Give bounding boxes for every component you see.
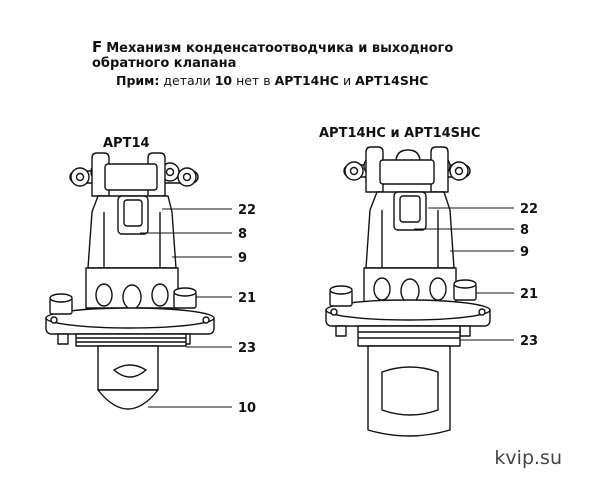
right-flange [325,279,491,337]
note-text-1: детали [159,73,215,88]
left-callout-10: 10 [238,401,256,416]
right-callout-21: 21 [520,287,538,302]
note-model-a: APT14HC [274,73,339,88]
note-part-number: 10 [214,73,233,88]
left-assembly [45,152,215,410]
left-yoke [87,195,177,269]
left-linkage [69,152,199,197]
left-flange [45,287,215,345]
left-assembly-label: APT14 [103,136,150,151]
title-line-2: обратного клапана [92,56,237,71]
note-text-2: нет в [232,73,275,88]
right-assembly-label: APT14HC и APT14SHC [319,126,481,141]
note-model-b: APT14SHC [355,73,429,88]
left-callout-23: 23 [238,341,256,356]
section-letter: F [92,38,103,56]
left-callout-22: 22 [238,203,256,218]
left-callout-8: 8 [238,227,247,242]
right-callout-9: 9 [520,245,529,260]
right-callout-8: 8 [520,223,529,238]
right-linkage [343,146,471,193]
right-callout-23: 23 [520,334,538,349]
note-label: Прим: [116,73,160,88]
right-callout-22: 22 [520,202,538,217]
right-outlet-body [367,345,451,437]
site-watermark: kvip.su [494,447,562,469]
left-gasket [75,333,187,347]
note-line: Прим: детали 10 нет в APT14HC и APT14SHC [92,73,512,89]
right-yoke [365,191,455,269]
right-cylinder [363,267,457,304]
left-callout-21: 21 [238,291,256,306]
left-cylinder [85,267,179,310]
left-callout-9: 9 [238,251,247,266]
note-text-3: и [338,73,356,88]
left-check-valve [97,345,159,410]
right-assembly [325,146,491,437]
title-text-1: Механизм конденсатоотводчика и выходного [106,41,454,56]
right-gasket [357,325,461,347]
